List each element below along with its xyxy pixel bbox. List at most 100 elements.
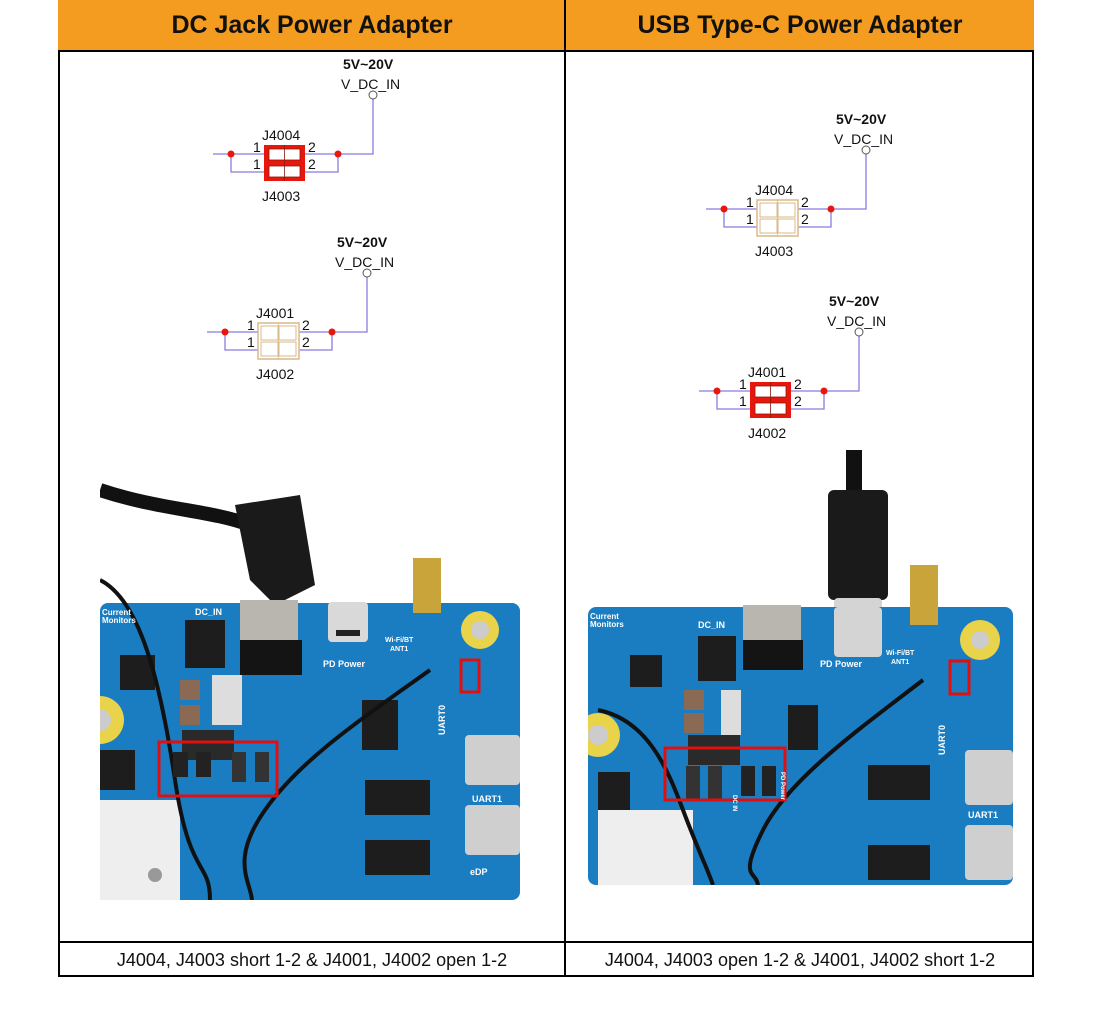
- jumper-pin-pad: [260, 341, 279, 357]
- pin-2-label: 2: [801, 211, 809, 227]
- pin-2-label: 2: [302, 317, 310, 333]
- led-highlight-box: [948, 659, 971, 696]
- label-dc-in: DC_IN: [698, 620, 725, 630]
- heatsink: [100, 800, 180, 900]
- usb-c-plug: [828, 490, 888, 600]
- label-pd-power: PD Power: [323, 659, 366, 669]
- junction-dot: [713, 387, 721, 395]
- wire: [305, 99, 374, 155]
- pin-2-label: 2: [794, 393, 802, 409]
- pcb-board: [100, 603, 520, 900]
- dc-cable: [100, 483, 253, 532]
- sma-antenna-connector: [910, 565, 938, 625]
- wire: [299, 277, 368, 333]
- pin-1-label: 1: [739, 376, 747, 392]
- pin-1-label: 1: [253, 156, 261, 172]
- header-dc-jack: DC Jack Power Adapter: [58, 0, 566, 52]
- wire: [230, 154, 264, 173]
- wire: [791, 336, 860, 392]
- label-uart0: UART0: [437, 705, 447, 735]
- pin-2-label: 2: [308, 139, 316, 155]
- net-label: V_DC_IN: [341, 76, 400, 92]
- power-port-icon: [854, 327, 864, 337]
- label-current: Current: [590, 612, 619, 621]
- heatsink: [598, 810, 693, 885]
- pin-1-label: 1: [739, 393, 747, 409]
- pin-2-label: 2: [308, 156, 316, 172]
- voltage-label: 5V~20V: [836, 111, 887, 127]
- junction-dot: [827, 205, 835, 213]
- net-label: V_DC_IN: [827, 313, 886, 329]
- jumper-pin-pad: [759, 218, 778, 234]
- label-wifi: Wi-Fi/BT: [886, 650, 915, 657]
- junction-dot: [227, 150, 235, 158]
- dc-plug: [235, 495, 315, 605]
- wire: [791, 391, 825, 410]
- power-port-icon: [362, 268, 372, 278]
- led-highlight-box: [459, 658, 481, 694]
- label-jumper-dc-in: DC IN: [731, 795, 737, 811]
- jumper-pin-pad: [260, 325, 279, 341]
- jumper-highlight-box: [663, 746, 787, 802]
- wire: [798, 209, 832, 228]
- dc-jack-board-photo: Current Monitors DC_IN PD Power Wi-Fi/BT…: [100, 483, 520, 900]
- column-divider: [564, 0, 566, 977]
- voltage-label: 5V~20V: [829, 293, 880, 309]
- label-pd-power: PD Power: [820, 659, 863, 669]
- top-jumper-ref: J4001: [256, 305, 294, 321]
- footer-dc-jack: J4004, J4003 short 1-2 & J4001, J4002 op…: [58, 941, 566, 977]
- junction-dot: [328, 328, 336, 336]
- wire: [224, 332, 258, 351]
- jumper-headers: [173, 752, 269, 782]
- wire: [798, 154, 867, 210]
- usb-c-board-photo: Current Monitors DC_IN PD Power Wi-Fi/BT…: [588, 450, 1013, 885]
- label-monitors: Monitors: [102, 616, 136, 625]
- jumper-pin-pad: [759, 202, 778, 218]
- header-usb-type-c: USB Type-C Power Adapter: [566, 0, 1034, 52]
- pin-1-label: 1: [746, 194, 754, 210]
- junction-dot: [221, 328, 229, 336]
- bottom-jumper-ref: J4002: [748, 425, 786, 441]
- wire: [716, 391, 750, 410]
- pin-1-label: 1: [247, 317, 255, 333]
- jumper-pin-pad: [777, 218, 796, 234]
- label-uart1: UART1: [968, 810, 998, 820]
- top-jumper-ref: J4001: [748, 364, 786, 380]
- top-jumper-ref: J4004: [262, 127, 300, 143]
- jumper-pin-pad: [777, 202, 796, 218]
- pin-2-label: 2: [801, 194, 809, 210]
- label-monitors: Monitors: [590, 620, 624, 629]
- top-jumper-ref: J4004: [755, 182, 793, 198]
- jumper-headers: [686, 766, 776, 800]
- net-label: V_DC_IN: [834, 131, 893, 147]
- power-port-icon: [861, 145, 871, 155]
- label-wifi: Wi-Fi/BT: [385, 637, 414, 644]
- jumper-highlight-box: [157, 740, 279, 798]
- label-edp: eDP: [470, 867, 488, 877]
- label-uart1: UART1: [472, 794, 502, 804]
- label-ant1: ANT1: [891, 659, 909, 666]
- power-port-icon: [368, 90, 378, 100]
- wire: [299, 332, 333, 351]
- bottom-jumper-ref: J4002: [256, 366, 294, 382]
- pin-2-label: 2: [302, 334, 310, 350]
- label-jumper-pd-power: PD Power: [779, 772, 785, 801]
- voltage-label: 5V~20V: [343, 56, 394, 72]
- label-current: Current: [102, 608, 131, 617]
- jumper-pin-pad: [278, 325, 297, 341]
- bottom-jumper-ref: J4003: [755, 243, 793, 259]
- label-dc-in: DC_IN: [195, 607, 222, 617]
- wire: [305, 154, 339, 173]
- jumper-pin-pad: [278, 341, 297, 357]
- comparison-table: [58, 0, 1034, 977]
- net-label: V_DC_IN: [335, 254, 394, 270]
- sma-antenna-connector: [413, 558, 441, 613]
- label-uart0: UART0: [937, 725, 947, 755]
- pin-1-label: 1: [247, 334, 255, 350]
- wire: [723, 209, 757, 228]
